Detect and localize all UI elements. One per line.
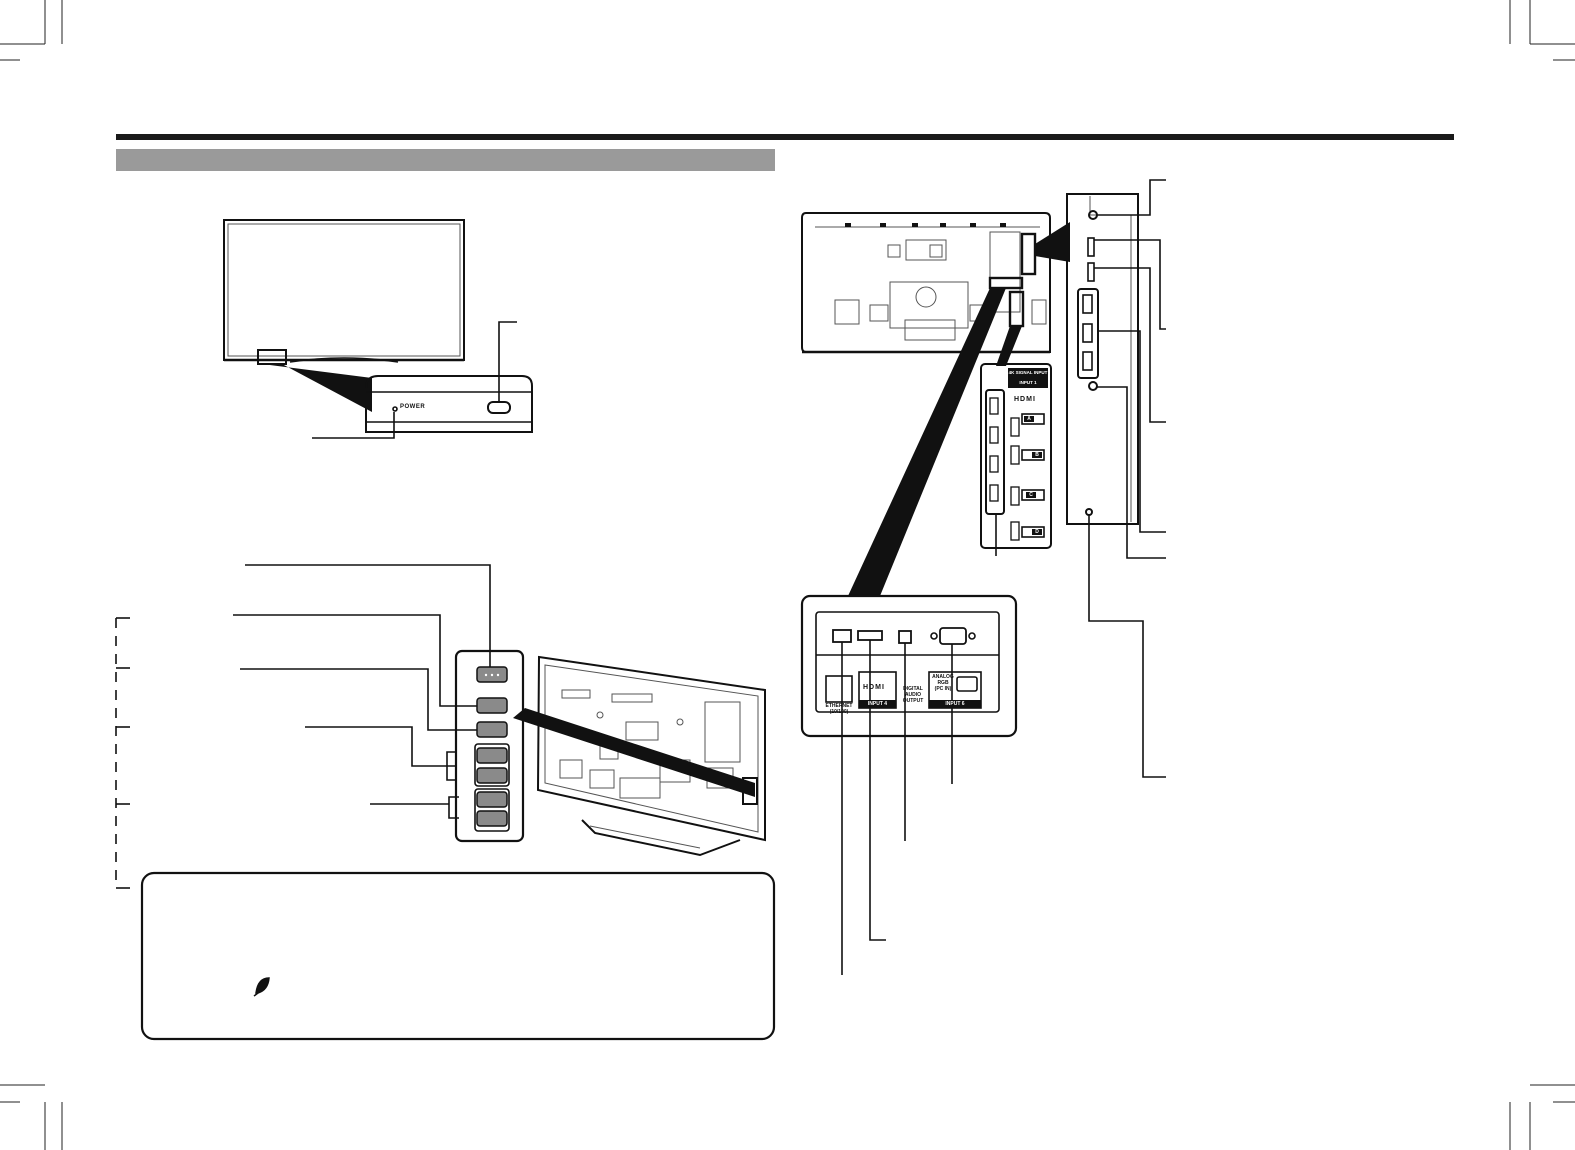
hdmi-input-panel: [980, 363, 1052, 556]
hdmi-d-label: D: [1035, 529, 1039, 535]
side-terminal-panel: [1066, 179, 1166, 778]
analog-rgb-label: ANALOG RGB (PC IN): [932, 674, 954, 692]
usb-port-1-icon: [1087, 237, 1095, 257]
ethernet-port-icon: [832, 629, 852, 643]
hdmi-logo-label: HDMI: [1014, 396, 1036, 403]
hdmi-input4-logo: HDMI: [863, 684, 885, 691]
signal-input-header: 4K SIGNAL INPUT: [1008, 370, 1048, 375]
usb-port-2-icon: [1087, 262, 1095, 282]
hdmi-input4-port-icon: [857, 630, 883, 641]
power-button: [476, 721, 508, 738]
volume-up-button: [476, 791, 508, 808]
ir-jack-icon: [1085, 508, 1093, 516]
power-indicator-label: POWER: [400, 404, 426, 410]
hdmi-b-label: B: [1035, 452, 1039, 458]
ethernet-label: ETHERNET (10/100): [825, 703, 853, 715]
front-panel-zoom: [312, 321, 533, 439]
channel-up-button: [476, 747, 508, 764]
input-button: [476, 697, 508, 714]
control-panel: [115, 564, 525, 889]
hdmi-a-label: A: [1027, 416, 1031, 422]
digital-audio-label: DIGITAL AUDIO OUTPUT: [902, 686, 924, 704]
hdmi-c-label: C: [1029, 492, 1033, 498]
tv-rear-main: [801, 212, 1070, 596]
leaf-icon: [253, 977, 270, 997]
vga-port-icon: [939, 627, 967, 645]
input1-label: INPUT 1: [1019, 380, 1037, 385]
channel-down-button: [476, 767, 508, 784]
power-indicator-led: [392, 406, 398, 412]
av-jack-icon: [1088, 381, 1098, 391]
information-box: [140, 871, 776, 1041]
tv-rear-angled: [513, 655, 766, 857]
section-title-bar: [116, 149, 775, 171]
input4-label: INPUT 4: [867, 701, 888, 707]
input6-label: INPUT 6: [945, 701, 965, 707]
remote-sensor-icon: [487, 401, 511, 414]
bottom-terminal-panel: [800, 594, 1018, 975]
tv-front: [223, 219, 465, 412]
volume-down-button: [476, 810, 508, 827]
header-rule: [116, 134, 1454, 140]
optical-audio-port-icon: [898, 630, 912, 644]
